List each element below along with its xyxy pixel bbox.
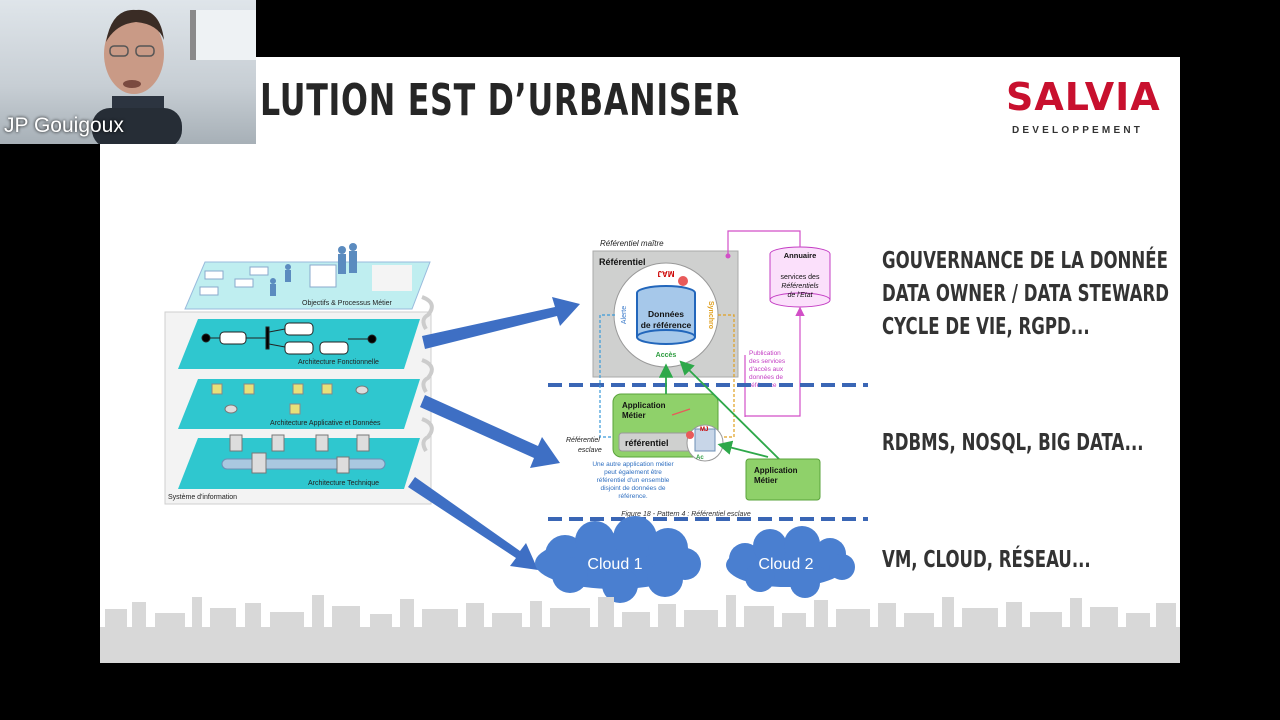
esclave-note-line-4: disjoint de données de	[600, 485, 665, 492]
referentiel-maitre-caption: Référentiel maître	[600, 239, 664, 248]
app-metier-2-line-1: Application	[754, 466, 798, 475]
salvia-logo: SALVIA DEVELOPPEMENT	[1006, 75, 1160, 136]
gouvernance-line-1: GOUVERNANCE DE LA DONNÉE	[882, 248, 1168, 274]
app-metier-2	[745, 458, 821, 501]
acces-label: Accès	[656, 352, 677, 359]
referentiel-diagram: Référentiel maître Référentiel Données d…	[548, 230, 868, 521]
esclave-note-line-5: référence.	[618, 493, 647, 500]
layer-applicative-label: Architecture Applicative et Données	[270, 420, 381, 427]
cloud-1: Cloud 1	[535, 516, 701, 603]
layer-fonctionnelle-label: Architecture Fonctionnelle	[298, 359, 379, 366]
donnees-line-2: de référence	[641, 320, 692, 330]
publication-line-2: des services	[749, 358, 786, 365]
layer-objectifs-label: Objectifs & Processus Métier	[302, 300, 393, 307]
publication-line-1: Publication	[749, 350, 781, 357]
presentation-slide: Objectifs & Processus Métier Architectur…	[100, 57, 1180, 663]
gouvernance-line-2: DATA OWNER / DATA STEWARD	[882, 281, 1169, 307]
esclave-note: Une autre application métier peut égalem…	[592, 461, 674, 500]
cloud-2: Cloud 2	[726, 526, 855, 598]
city-skyline	[100, 595, 1180, 663]
cloud-1-label: Cloud 1	[587, 556, 642, 573]
annuaire-title: Annuaire	[784, 251, 817, 260]
esclave-caption-2: esclave	[578, 447, 602, 454]
vm-cloud-label: VM, CLOUD, RÉSEAU...	[882, 547, 1091, 573]
annuaire-desc-1: services des	[781, 274, 820, 281]
maj-label: MAJ	[658, 269, 675, 278]
objectifs-sketch	[372, 265, 412, 291]
gouvernance-labels: GOUVERNANCE DE LA DONNÉE DATA OWNER / DA…	[882, 245, 1169, 344]
esclave-note-line-2: peut également être	[604, 469, 662, 476]
layer-technique-label: Architecture Technique	[308, 480, 379, 487]
webcam-overlay: JP Gouigoux	[0, 0, 256, 144]
ac-label: Ac	[696, 455, 704, 461]
webcam-window-frame	[190, 10, 256, 60]
rdbms-label: RDBMS, NOSQL, BIG DATA...	[882, 430, 1144, 456]
slide-title: LUTION EST D’URBANISER	[260, 75, 740, 126]
speaker-video	[92, 9, 182, 144]
participant-name: JP Gouigoux	[4, 114, 124, 137]
figure-caption: Figure 18 - Pattern 4 : Référentiel escl…	[621, 511, 751, 518]
arrow-to-esclave	[420, 395, 560, 468]
esclave-caption-1: Référentiel	[566, 437, 600, 444]
logo-main-text: SALVIA	[1006, 75, 1161, 119]
cloud-2-label: Cloud 2	[758, 556, 813, 573]
annuaire-desc-3: de l'Etat	[787, 292, 813, 299]
mj-label: MJ	[700, 427, 708, 433]
arrow-to-referentiel	[422, 297, 580, 349]
publication-line-3: d'accès aux	[749, 366, 784, 373]
synchro-label: Synchro	[707, 301, 714, 329]
systeme-information-label: Système d'information	[168, 494, 237, 501]
app-metier-esclave-line-1: Application	[622, 401, 666, 410]
urbanisation-diagram: Objectifs & Processus Métier Architectur…	[100, 230, 1180, 663]
mapping-arrows	[408, 297, 580, 570]
referentiel-box-title: Référentiel	[599, 257, 646, 267]
esclave-note-line-1: Une autre application métier	[592, 461, 674, 468]
alerte-label: Alerte	[621, 306, 628, 324]
annuaire-desc-2: Référentiels	[781, 283, 819, 290]
referentiel-small-label: référentiel	[625, 438, 669, 448]
esclave-note-line-3: référentiel d'un ensemble	[597, 477, 670, 484]
gouvernance-line-3: CYCLE DE VIE, RGPD...	[882, 314, 1090, 340]
publication-line-4: données de	[749, 374, 783, 381]
app-metier-2-line-2: Métier	[754, 476, 778, 485]
logo-sub-text: DEVELOPPEMENT	[1012, 125, 1144, 136]
app-metier-esclave-line-2: Métier	[622, 411, 646, 420]
arrow-to-cloud	[408, 477, 538, 570]
layer-stack: Objectifs & Processus Métier Architectur…	[164, 243, 434, 505]
donnees-line-1: Données	[648, 309, 684, 319]
